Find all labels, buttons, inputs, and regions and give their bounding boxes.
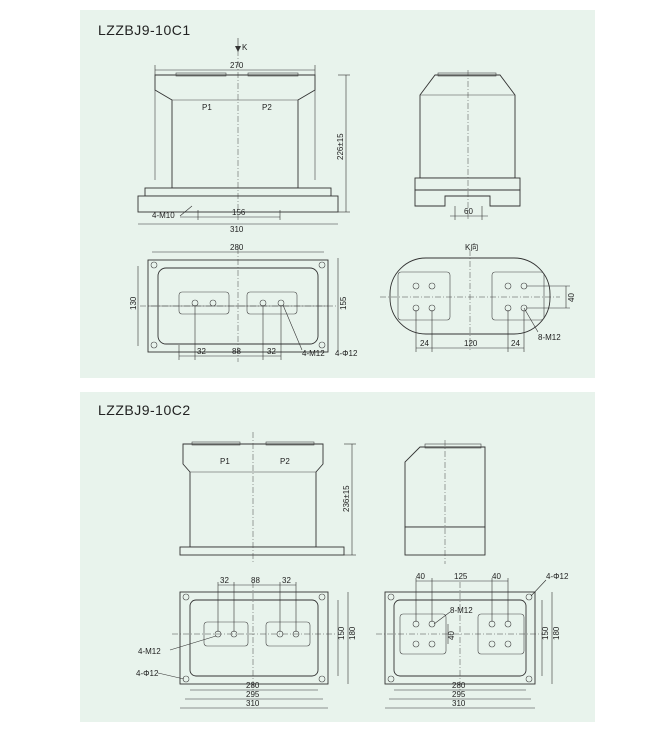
k-dim-left: 24: [420, 339, 429, 348]
dim-bolt-right: 32: [267, 347, 276, 356]
diagram-panel-c2: LZZBJ9-10C2 P1 P2 236±15: [80, 392, 595, 722]
panel-title: LZZBJ9-10C1: [98, 22, 191, 38]
k-plan-view: 40 125 40 4-Φ12 8-M12 40 150 180 280 295…: [376, 572, 569, 709]
side-view: 60: [414, 70, 521, 220]
dim-base-width: 310: [230, 225, 244, 234]
terminal-p2: P2: [262, 103, 272, 112]
dim-bolt-gap: 88: [232, 347, 241, 356]
terminal-label: 4-M12: [138, 647, 161, 656]
k-dim-bolt-left: 40: [416, 572, 425, 581]
terminal-p2: P2: [280, 457, 290, 466]
arrow-k-label: K: [242, 43, 248, 52]
k-hole-label: 4-Φ12: [546, 572, 569, 581]
dim-base-spacing: 60: [464, 207, 473, 216]
drawing-c1: P1 P2 K 270 226±15 156 310 4-M10: [129, 38, 576, 362]
panel-title: LZZBJ9-10C2: [98, 402, 191, 418]
dim-w-inner: 280: [246, 681, 260, 690]
dim-h-outer: 180: [348, 626, 357, 640]
dim-h-inner: 150: [337, 626, 346, 640]
dim-bolt-gap: 88: [251, 576, 260, 585]
diagram-panel-c1: LZZBJ9-10C1 P1 P2 K 270: [80, 10, 595, 378]
hole-label: 4-Φ12: [335, 349, 358, 358]
dim-plan-height-left: 130: [129, 296, 138, 310]
k-dim-bolt-right: 40: [492, 572, 501, 581]
k-dim-w-outer: 310: [452, 699, 466, 708]
plan-view: 32 88 32 4-M12 4-Φ12 150 180 280 295 310: [136, 576, 357, 709]
plan-view: 280 130 155 32 88 32 4-M12 4-Φ12: [129, 243, 358, 362]
hole-label: 4-Φ12: [136, 669, 159, 678]
dim-hole-spacing: 156: [232, 208, 246, 217]
k-dim-mid: 120: [464, 339, 478, 348]
dim-top-width: 270: [230, 61, 244, 70]
terminal-p1: P1: [220, 457, 230, 466]
drawing-c2: P1 P2 236±15: [136, 432, 569, 709]
dim-plan-width: 280: [230, 243, 244, 252]
k-bolt-label: 8-M12: [538, 333, 561, 342]
k-view-label: K向: [465, 242, 478, 252]
k-dim-right: 24: [511, 339, 520, 348]
dim-bolt-right: 32: [282, 576, 291, 585]
k-dim-h-outer: 180: [552, 626, 561, 640]
k-dim-h-inner: 150: [541, 626, 550, 640]
dim-height: 236±15: [342, 485, 351, 512]
k-view: K向 40 24 120 24: [380, 242, 576, 352]
side-view: [404, 440, 486, 564]
front-view: P1 P2 236±15: [179, 432, 356, 564]
dim-w-outer: 310: [246, 699, 260, 708]
k-bolt-spacing: 40: [567, 293, 576, 302]
terminal-p1: P1: [202, 103, 212, 112]
k-dim-w-inner: 280: [452, 681, 466, 690]
terminal-label: 4-M12: [302, 349, 325, 358]
dim-height: 226±15: [336, 133, 345, 160]
k-dim-bolt-mid: 125: [454, 572, 468, 581]
k-bolt-label: 8-M12: [450, 606, 473, 615]
dim-w-mid: 295: [246, 690, 260, 699]
front-view: P1 P2 K 270 226±15 156 310 4-M10: [137, 38, 350, 234]
dim-bolt-left: 32: [197, 347, 206, 356]
k-v-spacing: 40: [447, 631, 456, 640]
dim-plan-height-right: 155: [339, 296, 348, 310]
k-dim-w-mid: 295: [452, 690, 466, 699]
dim-bolt-left: 32: [220, 576, 229, 585]
base-hole-label: 4-M10: [152, 211, 175, 220]
